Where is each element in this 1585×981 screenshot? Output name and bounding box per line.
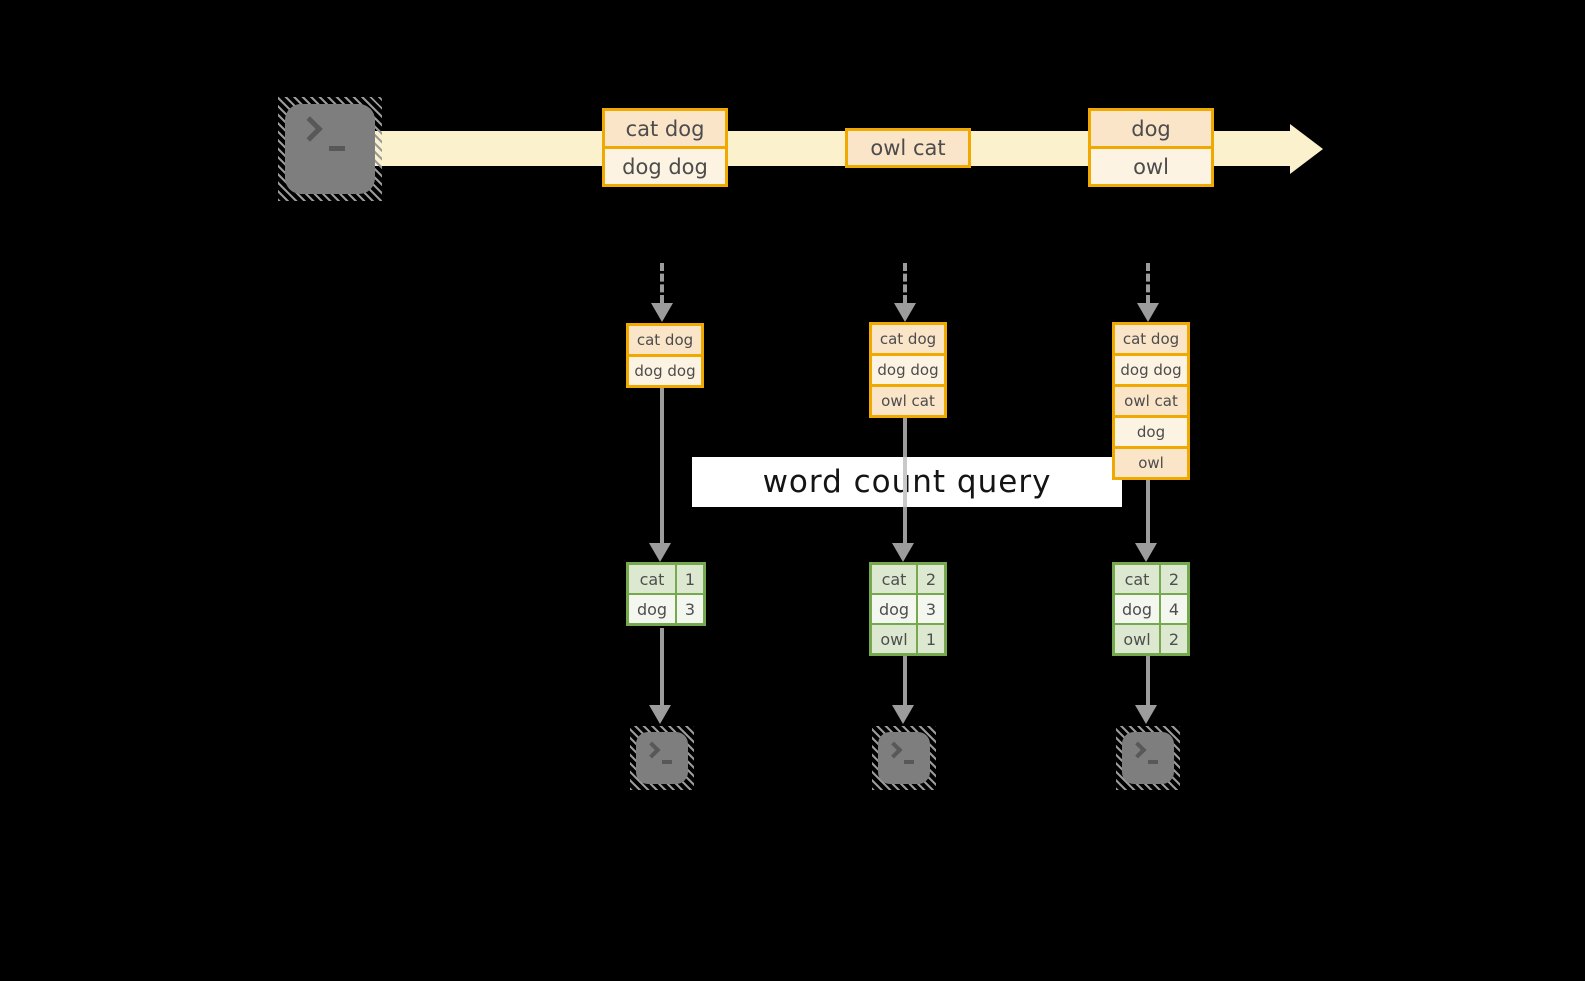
sink-terminal-icon <box>630 726 694 790</box>
arrow-line <box>1146 656 1150 706</box>
terminal-cursor-icon <box>329 146 345 151</box>
count-cell: 2 <box>1159 625 1187 653</box>
dashed-arrow-line <box>903 263 907 303</box>
source-terminal-icon <box>278 97 382 201</box>
dashed-arrowhead-icon <box>894 303 916 322</box>
arrowhead-icon <box>1135 705 1157 724</box>
count-cell: 2 <box>916 565 944 593</box>
arrowhead-icon <box>1135 543 1157 562</box>
terminal-screen <box>636 732 688 784</box>
table-row: cat 2 <box>872 565 944 593</box>
arrow-line <box>660 628 664 706</box>
stream-event-record-2: owl cat <box>845 128 971 168</box>
terminal-screen <box>878 732 930 784</box>
terminal-cursor-icon <box>662 760 672 764</box>
word-cell: owl <box>880 629 908 649</box>
terminal-prompt-icon <box>885 741 903 759</box>
terminal-prompt-icon <box>297 116 323 142</box>
record-row: owl <box>1115 446 1187 477</box>
count-table-3: cat 2 dog 4 owl 2 <box>1112 562 1190 656</box>
count-cell: 2 <box>1159 565 1187 593</box>
word-cell: dog <box>878 599 910 619</box>
word-count-query-label: word count query <box>692 457 1122 507</box>
buffer-stack-2: cat dog dog dog owl cat <box>869 322 947 418</box>
stream-event-record-3: dog owl <box>1088 108 1214 187</box>
word-cell: cat <box>881 569 907 589</box>
record-row: dog dog <box>872 353 944 384</box>
record-row: cat dog <box>629 326 701 354</box>
arrowhead-icon <box>892 543 914 562</box>
record-row: owl cat <box>872 384 944 415</box>
arrowhead-icon <box>649 705 671 724</box>
word-cell: cat <box>639 569 665 589</box>
record-row: owl <box>1091 146 1211 184</box>
arrowhead-icon <box>892 705 914 724</box>
buffer-stack-3: cat dog dog dog owl cat dog owl <box>1112 322 1190 480</box>
record-row: dog <box>1091 111 1211 146</box>
record-row: dog dog <box>629 354 701 385</box>
sink-terminal-icon <box>1116 726 1180 790</box>
word-cell: dog <box>1121 599 1153 619</box>
record-row: cat dog <box>872 325 944 353</box>
record-row: cat dog <box>1115 325 1187 353</box>
arrowhead-icon <box>649 543 671 562</box>
stream-event-record-1: cat dog dog dog <box>602 108 728 187</box>
terminal-prompt-icon <box>1129 741 1147 759</box>
dashed-arrow-line <box>1146 263 1150 303</box>
arrow-line <box>1146 480 1150 544</box>
count-cell: 1 <box>675 565 703 593</box>
table-row: owl 2 <box>1115 623 1187 653</box>
dashed-arrowhead-icon <box>1137 303 1159 322</box>
table-row: dog 4 <box>1115 593 1187 623</box>
record-row: owl cat <box>1115 384 1187 415</box>
record-row: owl cat <box>848 131 968 165</box>
arrow-through-label <box>903 457 907 507</box>
dashed-arrow-line <box>660 263 664 303</box>
dashed-arrowhead-icon <box>651 303 673 322</box>
count-cell: 3 <box>916 595 944 623</box>
record-row: cat dog <box>605 111 725 146</box>
terminal-cursor-icon <box>1148 760 1158 764</box>
arrow-line <box>903 656 907 706</box>
sink-terminal-icon <box>872 726 936 790</box>
stream-arrowhead-icon <box>1290 124 1323 174</box>
count-cell: 1 <box>916 625 944 653</box>
table-row: dog 3 <box>872 593 944 623</box>
count-cell: 4 <box>1159 595 1187 623</box>
record-row: dog dog <box>1115 353 1187 384</box>
word-cell: cat <box>1124 569 1150 589</box>
buffer-stack-1: cat dog dog dog <box>626 323 704 388</box>
table-row: cat 1 <box>629 565 703 593</box>
terminal-screen <box>1122 732 1174 784</box>
table-row: cat 2 <box>1115 565 1187 593</box>
record-row: dog <box>1115 415 1187 446</box>
terminal-screen <box>285 104 375 194</box>
word-cell: owl <box>1123 629 1151 649</box>
table-row: dog 3 <box>629 593 703 623</box>
word-cell: dog <box>636 599 668 619</box>
record-row: dog dog <box>605 146 725 184</box>
count-cell: 3 <box>675 595 703 623</box>
table-row: owl 1 <box>872 623 944 653</box>
terminal-prompt-icon <box>643 741 661 759</box>
count-table-1: cat 1 dog 3 <box>626 562 706 626</box>
arrow-line <box>660 388 664 544</box>
terminal-cursor-icon <box>904 760 914 764</box>
count-table-2: cat 2 dog 3 owl 1 <box>869 562 947 656</box>
